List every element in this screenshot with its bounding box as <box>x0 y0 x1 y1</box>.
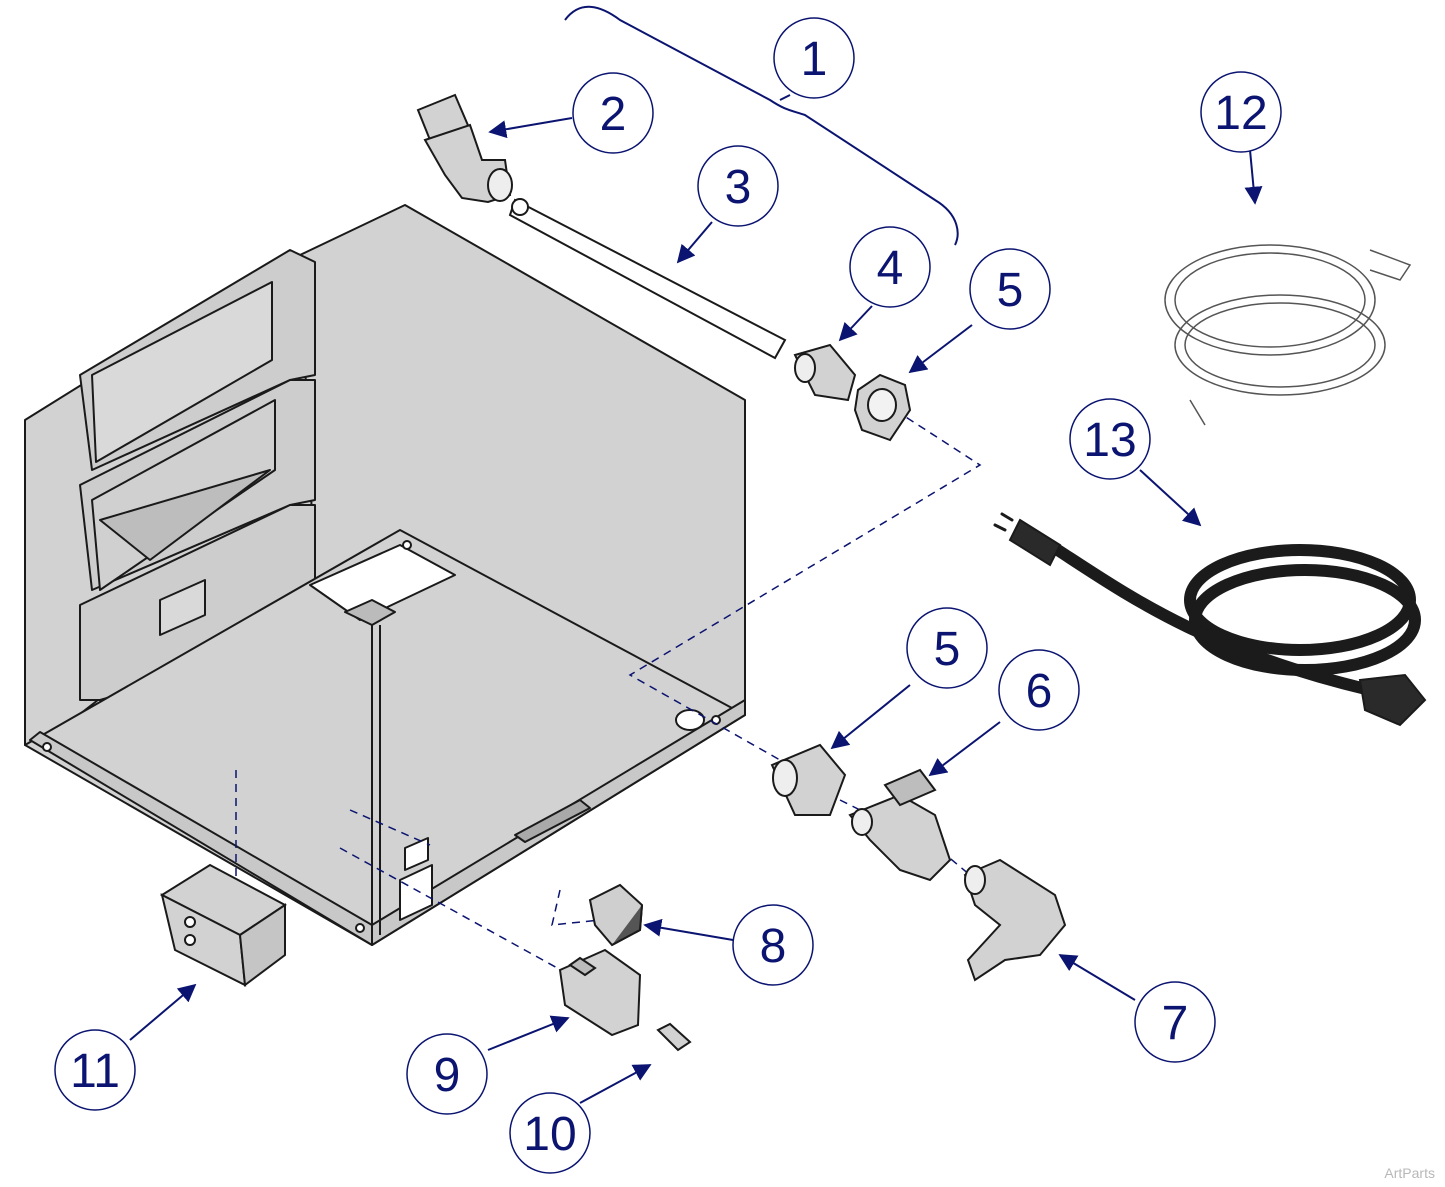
small-connector-part <box>588 883 644 947</box>
switch-part <box>558 948 642 1037</box>
callout-4: 4 <box>849 226 931 308</box>
callout-5-top: 5 <box>969 248 1051 330</box>
callout-8-label: 8 <box>760 920 787 973</box>
elbow-fitting-part <box>416 93 513 204</box>
filter-box-part <box>159 863 287 987</box>
hex-nut-part-top <box>853 373 912 442</box>
callout-10: 10 <box>509 1092 591 1174</box>
callout-2: 2 <box>572 72 654 154</box>
callout-9: 9 <box>406 1033 488 1115</box>
callout-3: 3 <box>697 145 779 227</box>
tube-part <box>508 198 787 360</box>
callout-5-top-label: 5 <box>997 264 1024 317</box>
threaded-adapter-part <box>770 743 847 816</box>
callout-5-lower: 5 <box>906 607 988 689</box>
callouts: 1 2 3 4 5 5 6 7 <box>54 17 1282 1174</box>
callout-11-label: 11 <box>70 1045 120 1098</box>
callout-12-label: 12 <box>1214 87 1267 140</box>
coiled-tubing-part <box>1164 244 1412 426</box>
ball-valve-part <box>848 768 952 882</box>
callout-6-label: 6 <box>1026 665 1053 718</box>
cabinet-body <box>24 204 746 946</box>
callout-13: 13 <box>1069 398 1151 480</box>
artparts-watermark: ArtParts <box>1384 1165 1435 1181</box>
callout-1: 1 <box>773 17 855 99</box>
power-cord-part <box>993 512 1427 727</box>
pin-part <box>656 1022 692 1052</box>
straight-connector-part <box>793 343 857 402</box>
callout-7: 7 <box>1134 981 1216 1063</box>
leader-lines <box>129 5 1263 1104</box>
callout-5-lower-label: 5 <box>934 623 961 676</box>
callout-9-label: 9 <box>434 1049 461 1102</box>
callout-12: 12 <box>1200 71 1282 153</box>
callout-1-label: 1 <box>801 33 828 86</box>
callout-7-label: 7 <box>1162 997 1189 1050</box>
callout-4-label: 4 <box>877 242 904 295</box>
elbow-barb-part <box>963 858 1067 982</box>
callout-6: 6 <box>998 649 1080 731</box>
callout-2-label: 2 <box>600 88 627 141</box>
callout-10-label: 10 <box>523 1108 576 1161</box>
callout-11: 11 <box>54 1029 136 1111</box>
callout-13-label: 13 <box>1083 414 1136 467</box>
callout-3-label: 3 <box>725 161 752 214</box>
callout-8: 8 <box>732 904 814 986</box>
